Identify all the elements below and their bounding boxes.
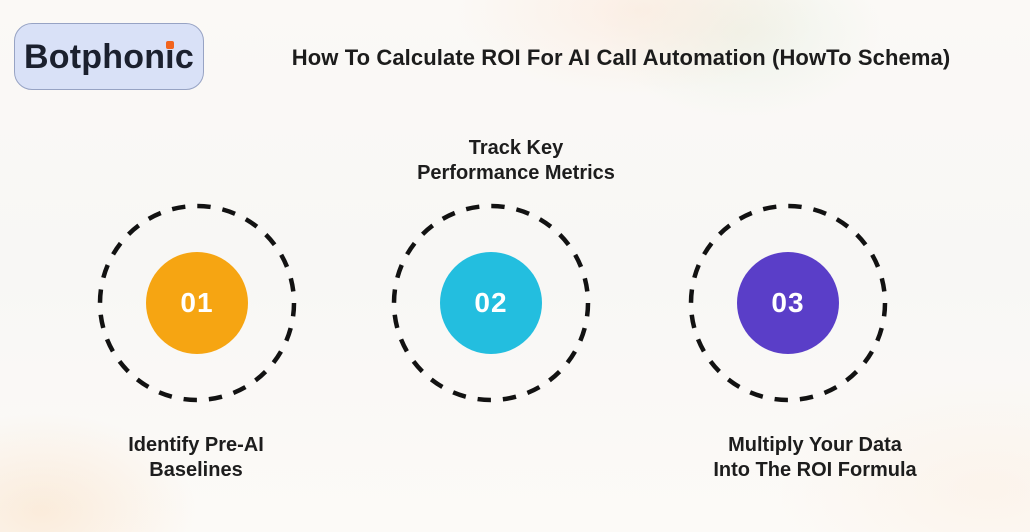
step-3-circle: 03 — [737, 252, 839, 354]
step-3-number: 03 — [771, 287, 805, 318]
step-2-group: 02 — [391, 203, 591, 403]
step-2-circle: 02 — [440, 252, 542, 354]
dashed-ring-icon — [97, 203, 297, 403]
step-2-number: 02 — [474, 287, 508, 318]
logo-i-dot — [166, 40, 174, 49]
step-3-group: 03 — [688, 203, 888, 403]
step-1-group: 01 — [97, 203, 297, 403]
step-1-number: 01 — [180, 287, 214, 318]
step-1-circle: 01 — [146, 252, 248, 354]
dashed-ring-icon — [688, 203, 888, 403]
dashed-ring-icon — [391, 203, 591, 403]
page-title: How To Calculate ROI For AI Call Automat… — [291, 45, 951, 70]
